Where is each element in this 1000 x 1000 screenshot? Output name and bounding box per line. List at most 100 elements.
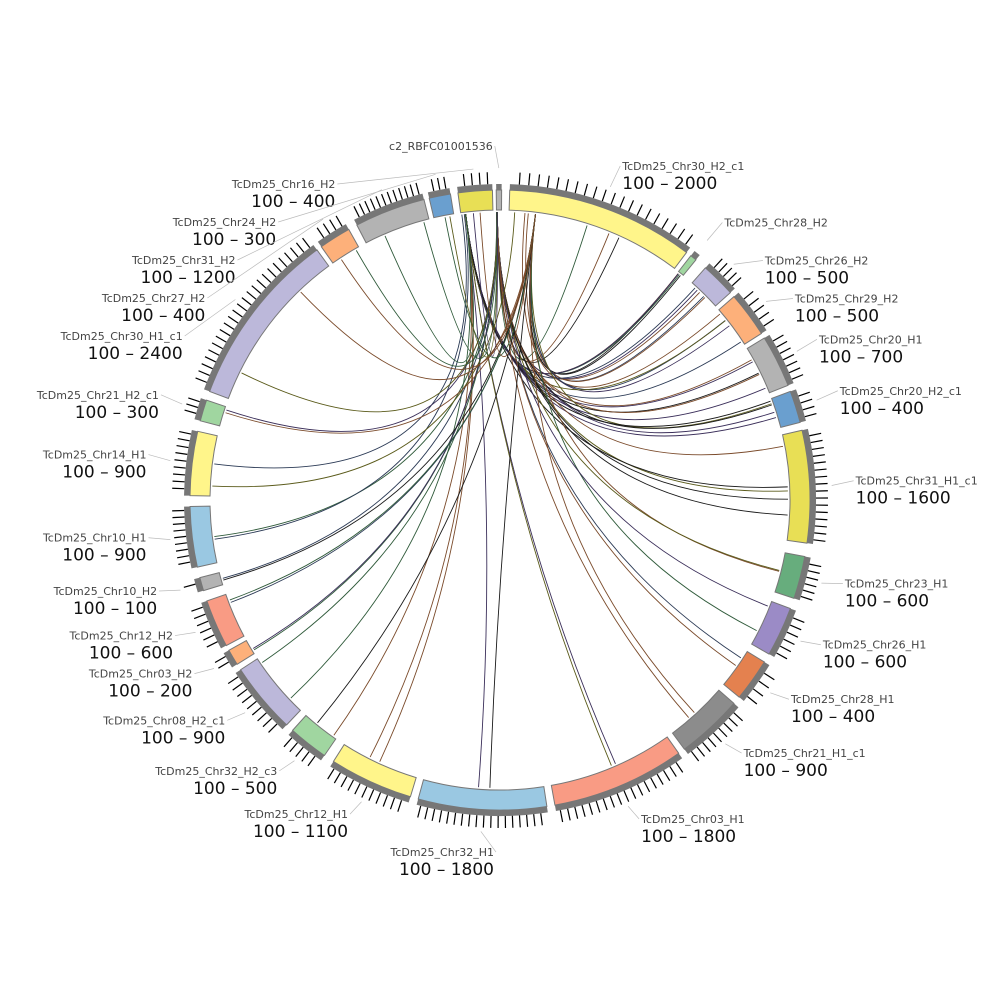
tick-mark — [246, 700, 257, 710]
tick-mark — [800, 595, 813, 601]
chromosome-segment[interactable] — [195, 237, 330, 400]
tick-range-label: 100 – 200 — [108, 682, 192, 702]
segment-ideogram[interactable] — [495, 189, 503, 211]
tick-mark — [223, 322, 235, 330]
segment-ideogram[interactable] — [550, 736, 680, 806]
segment-ideogram[interactable] — [770, 390, 801, 428]
tick-mark — [609, 795, 615, 808]
chromosome-segment[interactable] — [495, 184, 503, 211]
chromosome-segment[interactable] — [550, 736, 684, 823]
tick-mark — [283, 737, 293, 748]
chromosome-segment[interactable] — [770, 389, 817, 428]
chromosome-segment[interactable] — [183, 572, 224, 593]
chromosome-segment[interactable] — [214, 639, 255, 669]
chromosome-segment[interactable] — [718, 290, 775, 345]
chromosome-segment[interactable] — [746, 334, 804, 394]
segments-layer — [172, 172, 828, 828]
tick-mark — [814, 532, 827, 535]
synteny-link — [214, 214, 467, 469]
label-leader-line — [627, 806, 640, 820]
segment-ideogram[interactable] — [750, 600, 792, 655]
segment-ideogram[interactable] — [320, 228, 360, 264]
tick-mark — [556, 177, 560, 190]
chromosome-segment[interactable] — [227, 658, 302, 733]
tick-mark — [470, 173, 473, 186]
segment-axis-band — [317, 224, 349, 247]
tick-mark — [537, 174, 541, 187]
synteny-link — [212, 212, 516, 488]
tick-mark — [175, 452, 188, 455]
chromosome-segment[interactable] — [172, 505, 218, 569]
segment-ideogram[interactable] — [746, 337, 789, 394]
tick-range-label: 100 – 300 — [75, 403, 159, 423]
segment-ideogram[interactable] — [356, 198, 430, 244]
links-layer — [212, 212, 789, 788]
chromosome-segment[interactable] — [723, 650, 775, 705]
chromosome-segment[interactable] — [316, 215, 360, 264]
chromosome-segment[interactable] — [327, 743, 417, 812]
tick-mark — [289, 742, 298, 753]
segment-name-label: TcDm25_Chr10_H1 — [42, 532, 147, 545]
segment-ideogram[interactable] — [239, 658, 302, 726]
segment-ideogram[interactable] — [781, 429, 811, 544]
chromosome-segment[interactable] — [671, 689, 743, 762]
tick-mark — [364, 200, 371, 213]
chromosome-segment[interactable] — [677, 250, 700, 276]
chromosome-segment[interactable] — [750, 600, 805, 660]
chromosome-segment[interactable] — [353, 182, 430, 244]
chromosome-segment[interactable] — [691, 258, 742, 307]
segment-ideogram[interactable] — [189, 505, 218, 568]
tick-mark — [184, 409, 197, 414]
segment-ideogram[interactable] — [774, 552, 806, 599]
segment-ideogram[interactable] — [189, 430, 218, 497]
segment-ideogram[interactable] — [671, 689, 735, 750]
segment-ideogram[interactable] — [206, 593, 245, 647]
segment-ideogram[interactable] — [417, 779, 548, 811]
tick-mark — [792, 617, 805, 623]
tick-mark — [358, 203, 366, 215]
segment-name-label: TcDm25_Chr20_H1 — [818, 333, 923, 346]
segment-name-label: TcDm25_Chr12_H1 — [243, 808, 348, 821]
tick-mark — [815, 475, 828, 478]
tick-mark — [814, 525, 827, 528]
chromosome-segment[interactable] — [283, 714, 337, 767]
label-leader-line — [480, 831, 497, 853]
segment-name-label: TcDm25_Chr28_H2 — [723, 216, 828, 229]
segment-axis-band — [684, 703, 739, 755]
segment-ideogram[interactable] — [228, 639, 255, 665]
tick-mark — [601, 189, 607, 202]
tick-mark — [788, 367, 801, 374]
tick-range-label: 100 – 500 — [193, 779, 277, 799]
segment-ideogram[interactable] — [457, 189, 494, 214]
tick-range-label: 100 – 2400 — [88, 344, 183, 364]
segment-ideogram[interactable] — [332, 743, 417, 798]
tick-mark — [186, 403, 199, 409]
segment-ideogram[interactable] — [291, 714, 337, 757]
segment-ideogram[interactable] — [718, 295, 763, 345]
chromosome-segment[interactable] — [172, 429, 218, 497]
segment-name-label: TcDm25_Chr31_H2 — [131, 254, 236, 267]
tick-range-label: 100 – 500 — [795, 306, 879, 326]
segment-ideogram[interactable] — [208, 249, 330, 400]
chromosome-segment[interactable] — [774, 552, 822, 601]
chromosome-segment[interactable] — [457, 172, 494, 214]
chromosome-segment[interactable] — [508, 172, 694, 270]
segment-ideogram[interactable] — [677, 255, 697, 276]
tick-mark — [267, 268, 277, 278]
tick-mark — [446, 811, 450, 824]
chromosome-segment[interactable] — [781, 428, 828, 544]
segment-ideogram[interactable] — [723, 650, 766, 698]
segment-ideogram[interactable] — [508, 189, 688, 270]
tick-mark — [610, 192, 616, 205]
chromosome-segment[interactable] — [191, 593, 245, 649]
tick-mark — [295, 242, 305, 253]
chromosome-segment[interactable] — [427, 176, 455, 219]
segment-ideogram[interactable] — [428, 193, 455, 219]
chromosome-segment[interactable] — [184, 397, 227, 427]
segment-ideogram[interactable] — [199, 572, 224, 592]
chromosome-segment[interactable] — [416, 779, 548, 828]
segment-ideogram[interactable] — [199, 399, 227, 427]
segment-ideogram[interactable] — [691, 267, 732, 307]
